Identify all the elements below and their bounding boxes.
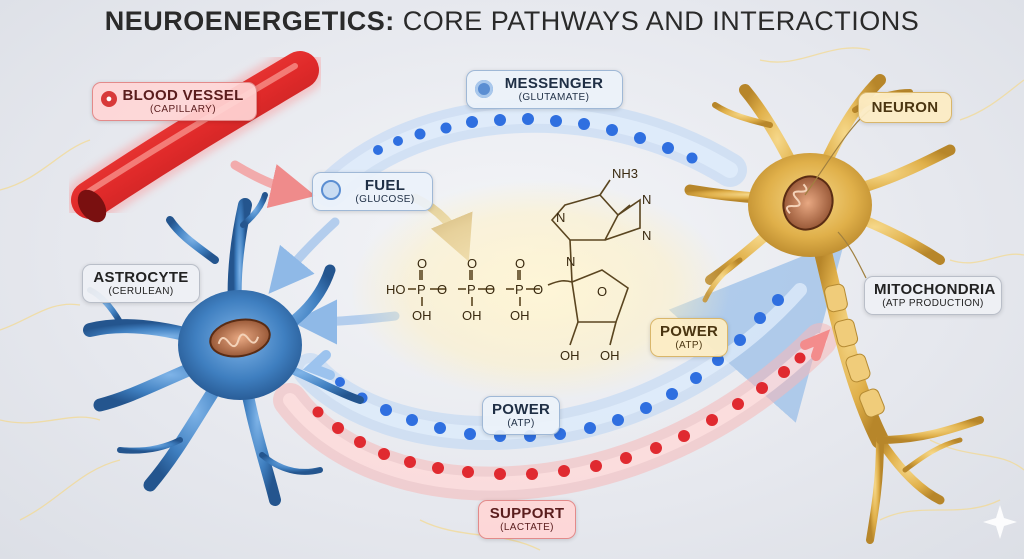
fuel-title: FUEL <box>364 177 406 194</box>
label-neuron: NEURON <box>858 92 952 123</box>
power-center-title: POWER <box>492 401 551 418</box>
astrocyte-title: ASTROCYTE <box>93 269 189 286</box>
lactate-particles <box>312 352 806 480</box>
astrocyte-mitochondrion <box>209 318 271 358</box>
support-title: SUPPORT <box>489 505 565 522</box>
neuron-title: NEURON <box>871 99 939 116</box>
atp-glow <box>350 180 730 400</box>
atp-oh-ribose2: OH <box>600 348 620 363</box>
atp-o-top1: O <box>417 256 427 271</box>
atp-n1: N <box>556 210 565 225</box>
title-bold: NEUROENERGETICS: <box>104 6 395 36</box>
glucose-molecule-icon <box>321 180 341 200</box>
page-title: NEUROENERGETICS: CORE PATHWAYS AND INTER… <box>0 6 1024 37</box>
atp-n3: N <box>642 228 651 243</box>
messenger-sub: (GLUTAMATE) <box>518 92 590 103</box>
mitochondria-sub: (ATP PRODUCTION) <box>882 298 984 309</box>
atp-o-bridge1: O <box>437 282 447 297</box>
atp-p1: P <box>417 282 426 297</box>
atp-n4: N <box>566 254 575 269</box>
neuron-cell <box>684 74 984 544</box>
atp-n2: N <box>642 192 651 207</box>
label-power-center: POWER (ATP) <box>482 396 560 435</box>
support-sub: (LACTATE) <box>500 522 554 533</box>
atp-o-ring: O <box>597 284 607 299</box>
label-messenger: MESSENGER (GLUTAMATE) <box>466 70 623 109</box>
atp-oh1: OH <box>412 308 432 323</box>
vesicle-icon <box>475 80 493 98</box>
blood-vessel-title: BLOOD VESSEL <box>122 87 244 104</box>
atp-nh3: NH3 <box>612 166 638 181</box>
label-astrocyte: ASTROCYTE (CERULEAN) <box>82 264 200 303</box>
astrocyte-cell <box>83 192 364 506</box>
label-blood-vessel: ● BLOOD VESSEL (CAPILLARY) <box>92 82 257 121</box>
astrocyte-sub: (CERULEAN) <box>108 286 174 297</box>
atp-particles <box>335 294 784 442</box>
atp-o-bridge3: O <box>533 282 543 297</box>
power-center-sub: (ATP) <box>507 418 535 429</box>
neuron-mitochondrion <box>782 175 834 231</box>
label-power-right: POWER (ATP) <box>650 318 728 357</box>
messenger-pathway <box>313 98 747 207</box>
atp-oh3: OH <box>510 308 530 323</box>
mitochondria-title: MITOCHONDRIA <box>874 281 996 298</box>
power-right-title: POWER <box>660 323 719 340</box>
atp-ho: HO <box>386 282 406 297</box>
atp-p3: P <box>515 282 524 297</box>
atp-labels: HO P O P O P O O O O OH OH OH O OH OH NH… <box>386 166 651 363</box>
atp-p2: P <box>467 282 476 297</box>
messenger-title: MESSENGER <box>504 75 604 92</box>
blood-drop-icon: ● <box>101 91 117 107</box>
atp-o-top3: O <box>515 256 525 271</box>
label-fuel: FUEL (GLUCOSE) <box>312 172 433 211</box>
atp-oh-ribose1: OH <box>560 348 580 363</box>
atp-molecule <box>408 179 641 346</box>
fuel-sub: (GLUCOSE) <box>355 194 415 205</box>
glutamate-particles <box>373 113 698 164</box>
sparkle-icon <box>983 505 1017 539</box>
power-right-sub: (ATP) <box>675 340 703 351</box>
blood-vessel-sub: (CAPILLARY) <box>150 104 216 115</box>
label-mitochondria: MITOCHONDRIA (ATP PRODUCTION) <box>864 276 1002 315</box>
label-support: SUPPORT (LACTATE) <box>478 500 576 539</box>
atp-o-top2: O <box>467 256 477 271</box>
atp-oh2: OH <box>462 308 482 323</box>
atp-o-bridge2: O <box>485 282 495 297</box>
title-rest: CORE PATHWAYS AND INTERACTIONS <box>394 6 920 36</box>
